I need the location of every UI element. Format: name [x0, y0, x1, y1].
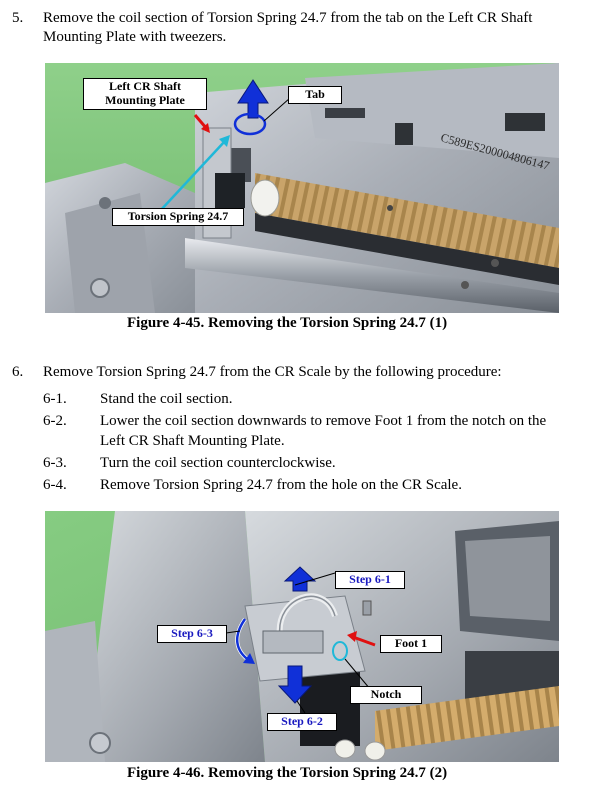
substep-6-2-line-1: Lower the coil section downwards to remo… [100, 413, 547, 429]
substep-6-4-number: 6-4. [43, 477, 67, 493]
substep-6-1-text: Stand the coil section. [100, 391, 233, 407]
label-left-cr-shaft-mounting-plate: Left CR Shaft Mounting Plate [83, 78, 207, 110]
label-tab: Tab [288, 86, 342, 104]
label-step-6-1: Step 6-1 [335, 571, 405, 589]
step-5-line-2: Mounting Plate with tweezers. [43, 29, 227, 45]
figure-4-45-photo: C589ES200004806147 Left CR Shaft Mountin… [45, 63, 559, 313]
step-6-text: Remove Torsion Spring 24.7 from the CR S… [43, 364, 502, 380]
label-plate-line-2: Mounting Plate [105, 93, 185, 107]
label-foot-1: Foot 1 [380, 635, 442, 653]
step-5-number: 5. [12, 10, 24, 26]
figure-4-46-photo: Step 6-1 Step 6-3 Foot 1 Notch Step 6-2 [45, 511, 559, 762]
label-step-6-2: Step 6-2 [267, 713, 337, 731]
label-notch: Notch [350, 686, 422, 704]
label-plate-line-1: Left CR Shaft [109, 79, 181, 93]
label-torsion-spring: Torsion Spring 24.7 [112, 208, 244, 226]
substep-6-2-number: 6-2. [43, 413, 67, 429]
substep-6-3-number: 6-3. [43, 455, 67, 471]
figure-4-46-caption: Figure 4-46. Removing the Torsion Spring… [127, 765, 448, 781]
substep-6-4-text: Remove Torsion Spring 24.7 from the hole… [100, 477, 462, 493]
substep-6-2-line-2: Left CR Shaft Mounting Plate. [100, 433, 285, 449]
step-5-line-1: Remove the coil section of Torsion Sprin… [43, 10, 533, 26]
substep-6-3-text: Turn the coil section counterclockwise. [100, 455, 336, 471]
label-step-6-3: Step 6-3 [157, 625, 227, 643]
figure-4-45-caption: Figure 4-45. Removing the Torsion Spring… [127, 315, 448, 331]
substep-6-1-number: 6-1. [43, 391, 67, 407]
step-6-number: 6. [12, 364, 24, 380]
